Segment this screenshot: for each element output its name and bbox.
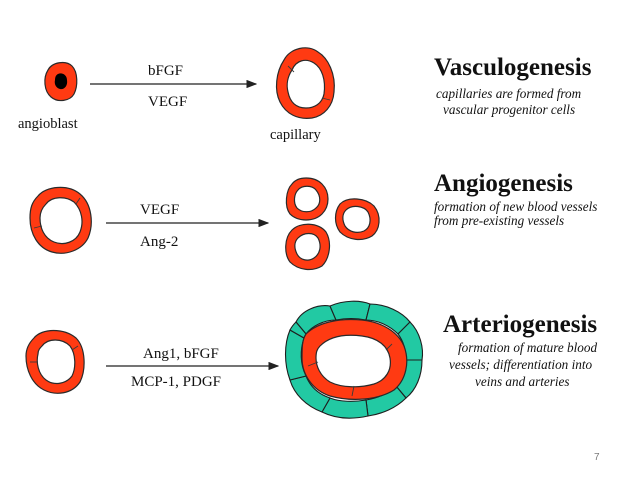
- arteriogenesis-desc-3: veins and arteries: [475, 374, 570, 389]
- pre-existing-vessel: [29, 186, 92, 254]
- new-vessel-1: [285, 177, 329, 221]
- arterio-factor-bottom: MCP-1, PDGF: [131, 374, 221, 390]
- capillary-vessel: [275, 47, 335, 119]
- source-vessel: [25, 329, 85, 394]
- endothelial-lining: [301, 318, 408, 400]
- angiogenesis-title: Angiogenesis: [434, 170, 573, 197]
- new-vessel-3: [285, 223, 331, 271]
- vasculogenesis-desc-2: vascular progenitor cells: [443, 102, 575, 117]
- vasculo-factor-bottom: VEGF: [148, 94, 187, 110]
- arterio-factor-top: Ang1, bFGF: [143, 346, 219, 362]
- arteriogenesis-row: Ang1, bFGF MCP-1, PDGF: [25, 300, 597, 419]
- angioblast-cell: [44, 61, 78, 102]
- arteriogenesis-desc-2: vessels; differentiation into: [449, 357, 592, 372]
- pericyte-ring: [284, 300, 424, 419]
- arteriogenesis-desc-1: formation of mature blood: [458, 340, 597, 355]
- new-vessel-2: [334, 198, 380, 241]
- angioblast-label: angioblast: [18, 116, 78, 132]
- page-number: 7: [594, 452, 600, 463]
- angiogenesis-desc-1: formation of new blood vessels: [434, 199, 597, 214]
- angiogenesis-row: VEGF Ang-2 Angiogenesis formation of new…: [29, 170, 597, 271]
- angio-factor-bottom: Ang-2: [140, 234, 178, 250]
- capillary-label: capillary: [270, 127, 321, 143]
- angio-factor-top: VEGF: [140, 202, 179, 218]
- angiogenesis-desc-2: from pre-existing vessels: [434, 213, 564, 228]
- vasculogenesis-row: angioblast bFGF VEGF capillary Vasculoge…: [18, 47, 592, 143]
- mature-vessel: [284, 300, 424, 419]
- vasculogenesis-title: Vasculogenesis: [434, 54, 592, 81]
- vasculo-factor-top: bFGF: [148, 63, 183, 79]
- angioblast-nucleus: [54, 73, 68, 90]
- vasculogenesis-desc-1: capillaries are formed from: [436, 86, 581, 101]
- arteriogenesis-title: Arteriogenesis: [443, 311, 597, 338]
